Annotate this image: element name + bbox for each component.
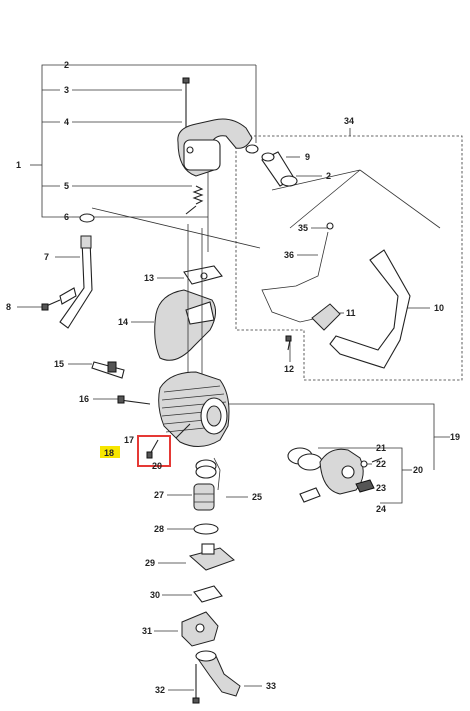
part-label-8: 8: [6, 302, 11, 312]
highlight-box: [137, 435, 171, 467]
part-label-14: 14: [118, 317, 128, 327]
part-label-4: 4: [64, 117, 69, 127]
part-label-21: 21: [376, 443, 386, 453]
highlight-label-bg: [100, 446, 120, 458]
part-label-22: 22: [376, 459, 386, 469]
part-label-15: 15: [54, 359, 64, 369]
part-label-5: 5: [64, 181, 69, 191]
part-label-13: 13: [144, 273, 154, 283]
part-label-2b: 2: [326, 171, 331, 181]
part-label-19: 19: [450, 432, 460, 442]
part-label-6: 6: [64, 212, 69, 222]
leader-lines: [17, 64, 450, 691]
part-labels: 1 2 3 4 5 6 7 8 9 2 10 11 12 13 14 15 16…: [6, 60, 460, 695]
part-label-27: 27: [154, 490, 164, 500]
part-label-7: 7: [44, 252, 49, 262]
part-label-17: 17: [124, 435, 134, 445]
part-label-29: 29: [145, 558, 155, 568]
part-label-20b: 20: [413, 465, 423, 475]
part-label-25: 25: [252, 492, 262, 502]
part-label-16: 16: [79, 394, 89, 404]
part-label-24: 24: [376, 504, 386, 514]
part-label-1: 1: [16, 160, 21, 170]
part-illustrations: [41, 77, 411, 704]
part-label-36: 36: [284, 250, 294, 260]
part-label-12: 12: [284, 364, 294, 374]
part-label-2: 2: [64, 60, 69, 70]
part-label-33: 33: [266, 681, 276, 691]
dashed-group-box: [235, 135, 463, 381]
part-label-23: 23: [376, 483, 386, 493]
part-label-34: 34: [344, 116, 354, 126]
part-label-30: 30: [150, 590, 160, 600]
part-label-10: 10: [434, 303, 444, 313]
part-label-35: 35: [298, 223, 308, 233]
part-label-28: 28: [154, 524, 164, 534]
part-label-31: 31: [142, 626, 152, 636]
part-label-11: 11: [346, 308, 356, 318]
part-label-3: 3: [64, 85, 69, 95]
part-label-9: 9: [305, 152, 310, 162]
part-label-32: 32: [155, 685, 165, 695]
highlight-group: [100, 435, 171, 467]
part-label-18: 18: [104, 448, 114, 458]
part-label-20: 20: [152, 461, 162, 471]
